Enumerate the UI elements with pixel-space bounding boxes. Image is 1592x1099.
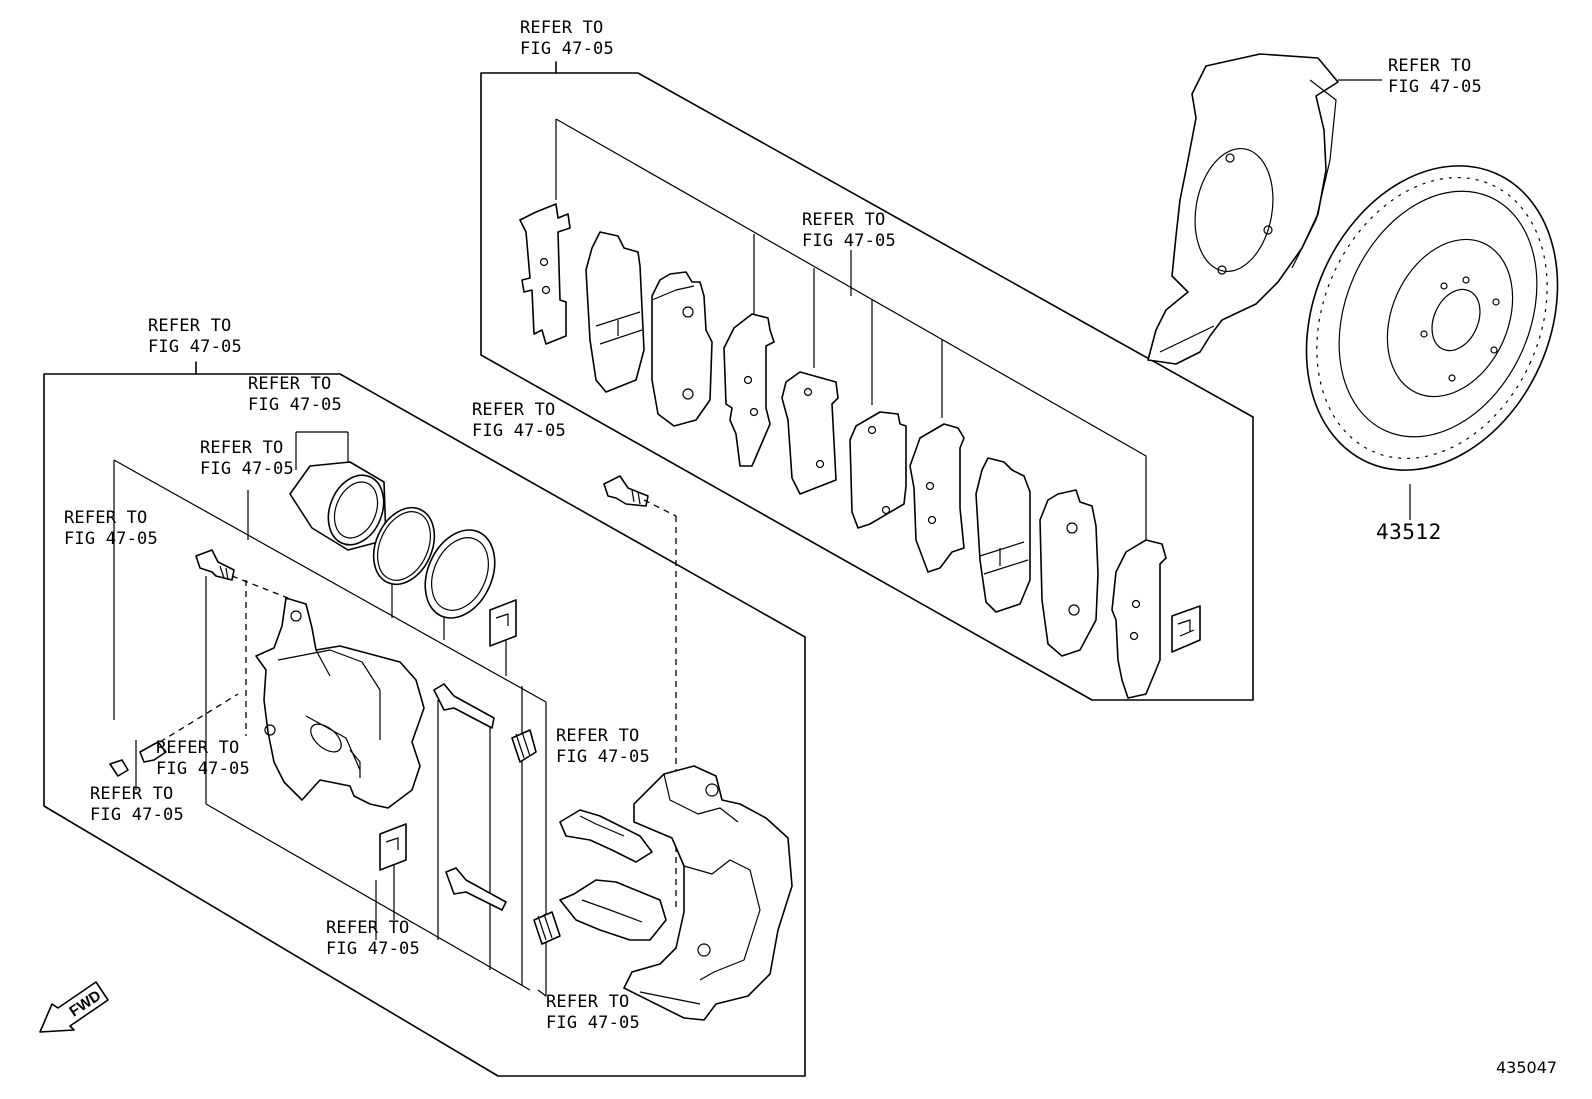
- anti-squeal-shim-6: [1111, 539, 1167, 699]
- refer-line1: REFER TO: [1388, 56, 1472, 76]
- cylinder-boot: [424, 529, 496, 619]
- refer-line2: FIG 47-05: [1388, 77, 1482, 97]
- anti-squeal-shim-1: [519, 203, 571, 345]
- refer-line2: FIG 47-05: [64, 529, 158, 549]
- slide-pin-lower: [445, 867, 507, 911]
- brake-disc: [1305, 165, 1559, 471]
- refer-line1: REFER TO: [200, 438, 284, 458]
- refer-line2: FIG 47-05: [546, 1013, 640, 1033]
- pin-boot-upper: [511, 729, 537, 763]
- caliper-piston: [289, 461, 387, 551]
- anti-squeal-shim-4: [849, 411, 907, 529]
- bleeder-screw: [139, 693, 239, 763]
- refer-line1: REFER TO: [802, 210, 886, 230]
- refer-line1: REFER TO: [90, 784, 174, 804]
- dust-shield: [1147, 53, 1339, 365]
- anti-squeal-shim-5: [909, 423, 965, 573]
- refer-line2: FIG 47-05: [802, 231, 896, 251]
- pad-kit-frame: [480, 61, 1254, 701]
- refer-line1: REFER TO: [248, 374, 332, 394]
- refer-line2: FIG 47-05: [148, 337, 242, 357]
- caliper-support: [623, 765, 793, 1021]
- brake-pad-3: [975, 457, 1031, 613]
- refer-line1: REFER TO: [156, 738, 240, 758]
- refer-line1: REFER TO: [556, 726, 640, 746]
- refer-line1: REFER TO: [520, 18, 604, 38]
- pin-boot-lower: [533, 911, 561, 945]
- refer-line2: FIG 47-05: [556, 747, 650, 767]
- anti-squeal-shim-3: [781, 371, 839, 495]
- bleeder-plug: [109, 759, 129, 777]
- refer-line1: REFER TO: [326, 918, 410, 938]
- grease-packet-caliper: [489, 599, 517, 647]
- refer-line2: FIG 47-05: [472, 421, 566, 441]
- caliper-kit-frame: [43, 361, 806, 1077]
- refer-line2: FIG 47-05: [90, 805, 184, 825]
- part-number-disc: 43512: [1376, 520, 1442, 544]
- refer-line1: REFER TO: [546, 992, 630, 1012]
- caliper-bolt-left: [195, 549, 235, 581]
- refer-line1: REFER TO: [148, 316, 232, 336]
- refer-line2: FIG 47-05: [520, 39, 614, 59]
- anti-squeal-shim-2: [723, 313, 775, 467]
- refer-line1: REFER TO: [472, 400, 556, 420]
- fwd-text: FWD: [66, 987, 104, 1020]
- refer-line2: FIG 47-05: [200, 459, 294, 479]
- refer-line2: FIG 47-05: [326, 939, 420, 959]
- fwd-arrow: [39, 981, 109, 1033]
- grease-packet-top: [1171, 605, 1201, 653]
- brake-pad-2: [651, 271, 713, 427]
- brake-pad-4: [1039, 489, 1099, 657]
- refer-line2: FIG 47-05: [156, 759, 250, 779]
- refer-line1: REFER TO: [64, 508, 148, 528]
- support-dash-a: [643, 499, 677, 517]
- refer-line2: FIG 47-05: [248, 395, 342, 415]
- fwd-label-badge: FWD: [66, 987, 104, 1020]
- figure-number: 435047: [1496, 1058, 1558, 1077]
- brake-pad-1: [585, 231, 645, 393]
- caliper-inner-frame: [113, 431, 547, 997]
- slide-pin-upper: [433, 683, 495, 729]
- support-bolt: [603, 475, 649, 507]
- pad-clip-upper: [559, 809, 653, 863]
- bolt-dash-line: [231, 575, 289, 599]
- piston-seal: [372, 506, 436, 586]
- grease-packet-lower: [379, 823, 407, 871]
- caliper-body: [255, 597, 425, 809]
- pad-clip-lower: [559, 879, 667, 941]
